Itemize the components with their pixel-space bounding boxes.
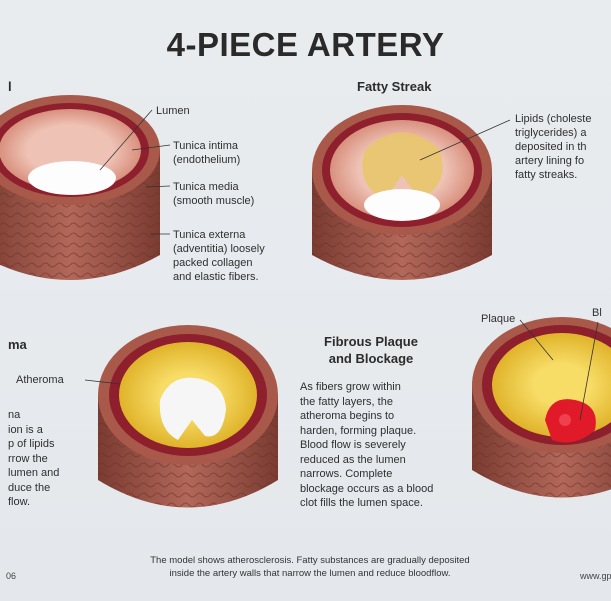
normal-heading-fragment: l — [8, 78, 12, 95]
label-blood-fragment: Bl — [592, 306, 602, 320]
fatty-streak-artery — [312, 105, 492, 280]
fatty-streak-heading: Fatty Streak — [357, 78, 431, 95]
corner-right-text: www.gp — [580, 571, 611, 581]
plaque-artery — [472, 317, 611, 498]
label-tunica-media: Tunica media (smooth muscle) — [173, 180, 254, 208]
fatty-streak-description: Lipids (choleste triglycerides) a deposi… — [515, 112, 591, 182]
label-tunica-intima: Tunica intima (endothelium) — [173, 139, 240, 167]
poster-caption: The model shows atherosclerosis. Fatty s… — [60, 554, 560, 580]
label-tunica-externa: Tunica externa (adventitia) loosely pack… — [173, 228, 265, 284]
normal-artery — [0, 95, 160, 280]
normal-lumen — [28, 161, 116, 195]
fatty-lumen — [364, 189, 440, 221]
label-atheroma: Atheroma — [16, 373, 64, 387]
label-plaque: Plaque — [481, 312, 515, 326]
fibrous-plaque-heading: Fibrous Plaque and Blockage — [316, 333, 426, 367]
atheroma-description: na ion is a p of lipids rrow the lumen a… — [8, 408, 59, 510]
fibrous-plaque-description: As fibers grow within the fatty layers, … — [300, 380, 433, 511]
label-lumen: Lumen — [156, 104, 190, 118]
atheroma-artery — [98, 325, 278, 508]
atheroma-heading-fragment: ma — [8, 336, 27, 353]
corner-left-text: 06 — [6, 571, 16, 581]
clot-highlight — [559, 414, 571, 426]
